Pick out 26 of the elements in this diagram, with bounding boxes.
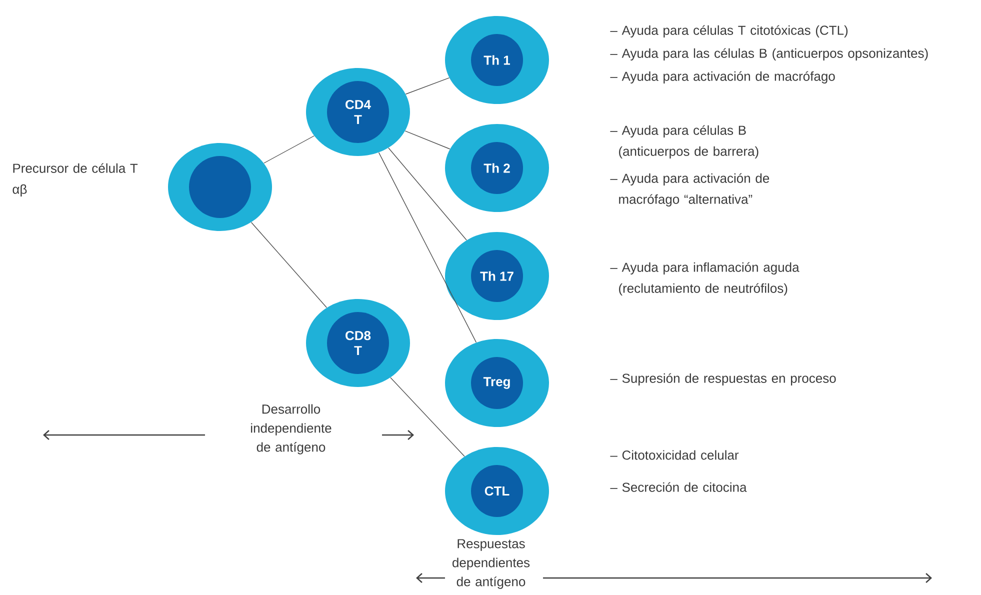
connector-line (390, 377, 465, 457)
description-text: – Ayuda para activación de macrófago “alternativa” (610, 173, 770, 206)
cell-drawing: CD4 T (306, 68, 410, 156)
description-text: – Citotoxicidad celular (610, 450, 739, 460)
connector-line (378, 152, 477, 343)
connector-line (405, 78, 450, 94)
connector-line (264, 136, 314, 164)
cell-drawing: Th 2 (445, 124, 549, 212)
cell-drawing: CTL (445, 447, 549, 535)
description-text: – Ayuda para inflamación aguda (reclutamiento de neutrófilos) (610, 262, 800, 296)
description-text: – Secreción de citocina (610, 482, 747, 492)
description-text: – Ayuda para las células B (anticuerpos opsonizantes) (610, 48, 928, 60)
description-text: – Ayuda para células T citotóxicas (CTL) (610, 25, 848, 38)
cell-drawing: CD8 T (306, 299, 410, 387)
connector-line (250, 222, 328, 308)
description-text: – Ayuda para activación de macrófago (610, 71, 835, 84)
connector-line (388, 148, 467, 240)
cell-drawing: Th 17 (445, 232, 549, 320)
cell-drawing: Th 1 (445, 16, 549, 104)
phase-label: Desarrollo independiente de antígeno (251, 404, 332, 454)
cell-drawing (168, 143, 272, 231)
connector-line (404, 130, 450, 150)
cell-drawing: Treg (445, 339, 549, 427)
description-text: – Supresión de respuestas en proceso (610, 373, 836, 386)
description-text: – Ayuda para células B (anticuerpos de barrera) (610, 125, 758, 158)
cell-caption: Precursor de célula T αβ (12, 163, 138, 196)
